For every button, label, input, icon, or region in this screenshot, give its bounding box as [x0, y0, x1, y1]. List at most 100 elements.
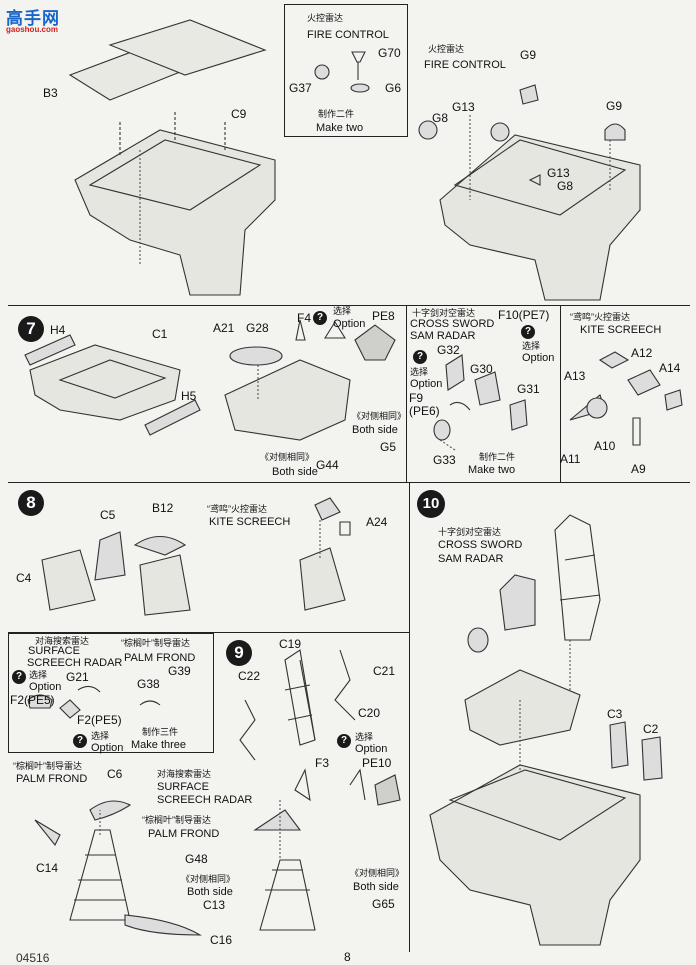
palm9b-en: PALM FROND [148, 828, 220, 840]
divider-step7-right [560, 305, 561, 482]
part-g38: G38 [137, 677, 160, 691]
part-g13-top: G13 [452, 100, 475, 114]
make-two-en: Make two [316, 122, 364, 134]
option-question-icon-f9: ? [413, 350, 427, 364]
kite-screech-cn: “鸢鸣”火控雷达 [570, 312, 630, 322]
option-question-icon-9: ? [337, 734, 351, 748]
make-two2-cn: 制作二件 [479, 452, 516, 462]
part-c1: C1 [152, 327, 168, 341]
option-s1-en: Option [29, 681, 62, 693]
make-two-cn: 制作二件 [318, 109, 355, 119]
part-f2-pe5-right: F2(PE5) [77, 713, 122, 727]
part-a12: A12 [631, 346, 653, 360]
part-c6: C6 [107, 767, 123, 781]
part-g37: G37 [289, 81, 312, 95]
option-question-icon-s2: ? [73, 734, 87, 748]
fire-control-right-en: FIRE CONTROL [424, 59, 506, 71]
part-g31: G31 [517, 382, 540, 396]
part-a24: A24 [366, 515, 388, 529]
surface-radar-cn: 对海搜索雷达 [35, 636, 90, 646]
both-side2-en: Both side [272, 466, 318, 478]
option-cn: 选择 [333, 306, 352, 316]
cross-sword-en1: CROSS SWORD [410, 318, 495, 330]
part-a10: A10 [594, 439, 616, 453]
part-c22: C22 [238, 669, 261, 683]
palm9-en: PALM FROND [16, 773, 88, 785]
cross-sword10-en1: CROSS SWORD [438, 539, 523, 551]
both-side2-cn: 《对侧相同》 [260, 452, 315, 462]
option-question-icon-s1: ? [12, 670, 26, 684]
surface-radar-inset-box [8, 633, 214, 753]
option-f10-cn: 选择 [522, 341, 541, 351]
step-7-badge: 7 [18, 316, 44, 342]
watermark-url: gaoshou.com [6, 25, 59, 34]
part-f10-pe7: F10(PE7) [498, 308, 550, 322]
fire-control-right-cn: 火控雷达 [428, 44, 465, 54]
part-h4: H4 [50, 323, 66, 337]
step-9-badge: 9 [226, 640, 252, 666]
palm-frond-en: PALM FROND [124, 652, 196, 664]
both-side-cn: 《对侧相同》 [352, 411, 407, 421]
part-a11: A11 [560, 452, 581, 466]
kite8-cn: “鸢鸣”火控雷达 [207, 504, 267, 514]
part-pe10: PE10 [362, 756, 392, 770]
part-f3: F3 [315, 756, 330, 770]
step-10-badge: 10 [417, 490, 445, 518]
option-f9-cn: 选择 [410, 367, 429, 377]
palm-frond-cn: “棕榈叶”制导雷达 [121, 638, 190, 648]
option-s1-cn: 选择 [29, 670, 48, 680]
part-b12: B12 [152, 501, 174, 515]
step-8-badge: 8 [18, 490, 44, 516]
divider-middle [8, 482, 690, 483]
option-s2-en: Option [91, 742, 124, 754]
divider-step8-bottom [8, 632, 410, 633]
watermark-logo: 高手网 gaoshou.com [4, 4, 70, 38]
part-g9-right: G9 [606, 99, 623, 113]
surface9-en1: SURFACE [157, 781, 209, 793]
part-c3: C3 [607, 707, 623, 721]
surface9-en2: SCREECH RADAR [157, 794, 253, 806]
part-g48: G48 [185, 852, 208, 866]
part-c21: C21 [373, 664, 396, 678]
part-g39: G39 [168, 664, 191, 678]
both9b-en: Both side [353, 881, 399, 893]
part-c20: C20 [358, 706, 381, 720]
both9-en: Both side [187, 886, 233, 898]
cross-sword-en2: SAM RADAR [410, 330, 476, 342]
both9b-cn: 《对侧相同》 [350, 868, 405, 878]
part-c16: C16 [210, 933, 233, 947]
fire-control-cn: 火控雷达 [307, 13, 344, 23]
option-9-cn: 选择 [355, 732, 374, 742]
cross-sword10-en2: SAM RADAR [438, 553, 504, 565]
kite-screech-en: KITE SCREECH [580, 324, 662, 336]
part-f4: F4 [297, 311, 312, 325]
part-f2-pe5-left: F2(PE5) [10, 693, 55, 707]
part-g30: G30 [470, 362, 493, 376]
part-g8-mid: G8 [557, 179, 574, 193]
part-g33: G33 [433, 453, 456, 467]
part-g9-top: G9 [520, 48, 537, 62]
fire-control-en: FIRE CONTROL [307, 29, 389, 41]
part-c19: C19 [279, 637, 302, 651]
part-g70: G70 [378, 46, 401, 60]
divider-step10 [409, 482, 410, 952]
option-f9-en: Option [410, 378, 443, 390]
part-g32: G32 [437, 343, 460, 357]
fire-control-inset-box [284, 4, 408, 137]
kite8-en: KITE SCREECH [209, 516, 291, 528]
part-c13: C13 [203, 898, 226, 912]
part-g21: G21 [66, 670, 89, 684]
make-three-en: Make three [131, 739, 187, 751]
divider-step7-left [406, 305, 407, 482]
cross-sword10-cn: 十字剑对空雷达 [438, 527, 502, 537]
divider-top [8, 305, 690, 306]
part-g13-mid: G13 [547, 166, 570, 180]
part-a9: A9 [631, 462, 646, 476]
make-three-cn: 制作三件 [142, 727, 179, 737]
surface-radar-en1: SURFACE [28, 645, 80, 657]
option-s2-cn: 选择 [91, 731, 110, 741]
part-g28: G28 [246, 321, 269, 335]
surface-radar-en2: SCREECH RADAR [27, 657, 123, 669]
option-9-en: Option [355, 743, 388, 755]
page-number: 8 [344, 950, 351, 964]
